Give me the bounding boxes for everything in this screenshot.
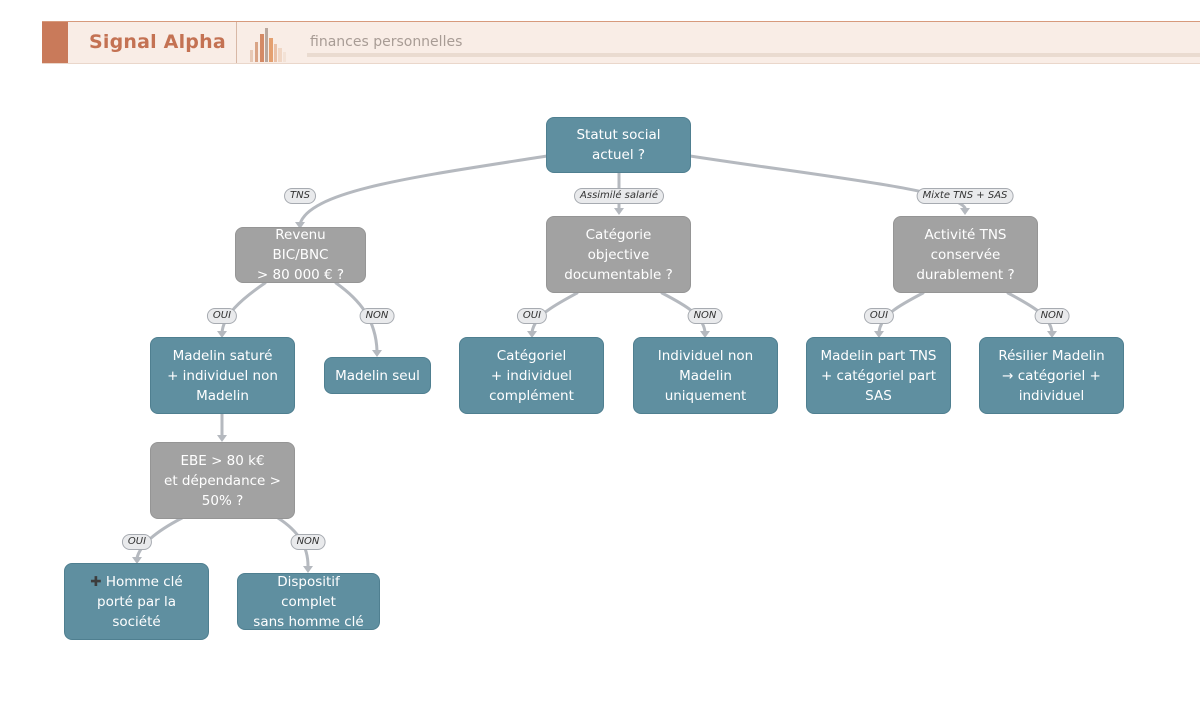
node-categoriel-individuel[interactable]: Catégoriel + individuel complément	[459, 337, 604, 414]
tagline-rule	[307, 53, 1200, 57]
arrowhead	[303, 566, 313, 573]
node-resilier-madelin[interactable]: Résilier Madelin → catégoriel + individu…	[979, 337, 1124, 414]
tagline: finances personnelles	[310, 34, 463, 50]
edge-assimile-oui	[530, 291, 579, 334]
node-root-statut-social[interactable]: Statut social actuel ?	[546, 117, 691, 173]
node-ebe-dependance[interactable]: EBE > 80 k€ et dépendance > 50% ?	[150, 442, 295, 519]
edge-label-mixte-oui: OUI	[863, 308, 895, 324]
node-activite-tns[interactable]: Activité TNS conservée durablement ?	[893, 216, 1038, 293]
plus-icon: ✚	[90, 573, 102, 590]
header-separator	[236, 22, 237, 63]
node-dispositif-complet[interactable]: Dispositif complet sans homme clé	[237, 573, 380, 630]
edge-tns-oui	[220, 281, 267, 335]
arrowhead	[614, 208, 624, 215]
arrowhead	[132, 557, 142, 564]
edge-label-assimile-non: NON	[687, 308, 723, 324]
arrowhead	[217, 435, 227, 442]
edge-label-assimile-oui: OUI	[516, 308, 548, 324]
arrowhead	[874, 331, 884, 338]
arrowhead	[527, 331, 537, 338]
node-individuel-non-madelin[interactable]: Individuel non Madelin uniquement	[633, 337, 778, 414]
node-homme-cle[interactable]: ✚ Homme clé porté par la société	[64, 563, 209, 640]
edge-label-ebe-oui: OUI	[121, 534, 153, 550]
edge-label-tns: TNS	[284, 188, 316, 204]
arrowhead	[295, 222, 305, 229]
edge-label-tns-non: NON	[359, 308, 395, 324]
edge-root-tns	[298, 154, 549, 226]
edge-label-assimile: Assimilé salarié	[574, 188, 664, 204]
node-categorie-objective[interactable]: Catégorie objective documentable ?	[546, 216, 691, 293]
arrowhead	[700, 331, 710, 338]
arrowhead	[1047, 331, 1057, 338]
arrowhead	[372, 350, 382, 357]
arrowhead	[217, 331, 227, 338]
arrowhead	[960, 208, 970, 215]
header-accent-bar	[42, 22, 68, 63]
node-madelin-seul[interactable]: Madelin seul	[324, 357, 431, 394]
edge-label-ebe-non: NON	[290, 534, 326, 550]
node-revenu-bic-bnc[interactable]: Revenu BIC/BNC > 80 000 € ?	[235, 227, 366, 283]
bar-chart-logo-icon	[250, 28, 286, 62]
edge-label-tns-oui: OUI	[206, 308, 238, 324]
node-homme-cle-label: Homme clé porté par la société	[97, 573, 183, 630]
brand-title[interactable]: Signal Alpha	[89, 31, 226, 53]
edge-mixte-oui	[877, 291, 925, 334]
edge-label-mixte: Mixte TNS + SAS	[916, 188, 1014, 204]
node-madelin-sature[interactable]: Madelin saturé + individuel non Madelin	[150, 337, 295, 414]
edge-label-mixte-non: NON	[1034, 308, 1070, 324]
app-header: Signal Alpha finances personnelles	[42, 21, 1200, 64]
node-madelin-part-tns[interactable]: Madelin part TNS + catégoriel part SAS	[806, 337, 951, 414]
